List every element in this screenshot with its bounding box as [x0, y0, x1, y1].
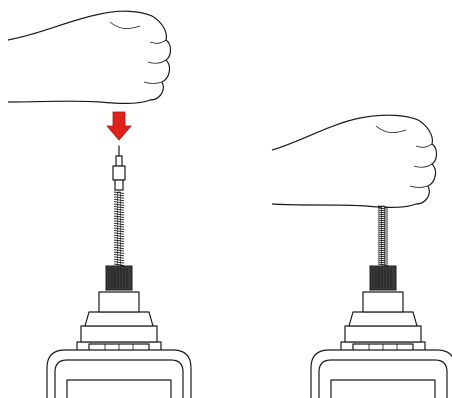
spring-coil — [377, 255, 389, 258]
spring-coil — [377, 217, 389, 220]
spring-coil — [377, 209, 389, 212]
spring-coil — [377, 223, 389, 226]
spring-coil — [377, 215, 389, 218]
spring-coil — [377, 235, 389, 238]
meter-body — [310, 349, 452, 398]
probe-spring-compressed — [377, 205, 389, 268]
spring-coil — [377, 245, 389, 248]
spring-coil — [377, 243, 389, 246]
spring-coil — [113, 210, 125, 214]
spring-coil — [377, 263, 389, 266]
spring-coil — [113, 261, 125, 264]
spring-coil — [113, 205, 125, 209]
spring-coil — [113, 263, 125, 266]
down-arrow-icon — [106, 111, 132, 141]
spring-coil — [377, 247, 389, 250]
hand-fist-icon — [7, 10, 172, 104]
spring-coil — [113, 222, 125, 226]
spring-coil — [377, 219, 389, 222]
spring-coil — [113, 229, 125, 233]
spring-coil — [113, 198, 125, 202]
spring-coil — [113, 249, 125, 252]
meter-body — [46, 349, 192, 398]
spring-coil — [377, 241, 389, 244]
spring-coil — [113, 256, 125, 259]
spring-coil — [377, 225, 389, 228]
spring-coil — [377, 233, 389, 236]
spring-coil — [113, 227, 125, 230]
spring-coil — [113, 239, 125, 242]
probe-tip — [112, 145, 126, 191]
spring-coil — [377, 239, 389, 242]
hand-pressing-icon — [271, 114, 438, 208]
spring-coil — [377, 257, 389, 260]
panel-after — [271, 114, 452, 398]
spring-coil — [113, 213, 125, 216]
spring-coil — [113, 258, 125, 262]
spring-coil — [377, 237, 389, 240]
spring-coil — [113, 225, 125, 228]
probe-knob — [369, 265, 397, 291]
spring-coil — [113, 193, 125, 197]
spring-coil — [377, 253, 389, 256]
spring-coil — [113, 251, 125, 254]
spring-coil — [113, 244, 125, 247]
spring-coil — [377, 221, 389, 224]
spring-coil — [377, 259, 389, 262]
spring-coil — [113, 191, 125, 194]
spring-coil — [377, 229, 389, 232]
meter-connector — [76, 291, 162, 357]
spring-coil — [377, 231, 389, 234]
probe-spring-extended — [113, 191, 125, 267]
panel-before — [7, 10, 192, 398]
spring-coil — [113, 196, 125, 199]
spring-coil — [113, 253, 125, 257]
spring-coil — [377, 261, 389, 264]
spring-coil — [113, 232, 125, 235]
spring-coil — [377, 251, 389, 254]
spring-coil — [113, 237, 125, 240]
spring-coil — [113, 203, 125, 206]
spring-coil — [113, 208, 125, 211]
spring-coil — [377, 249, 389, 252]
spring-coil — [113, 246, 125, 250]
spring-coil — [113, 215, 125, 218]
spring-coil — [377, 227, 389, 230]
spring-coil — [377, 213, 389, 216]
spring-coil — [113, 241, 125, 245]
spring-coil — [113, 234, 125, 238]
spring-coil — [377, 211, 389, 214]
spring-coil — [113, 201, 125, 204]
spring-coil — [377, 207, 389, 210]
spring-coil — [113, 217, 125, 221]
meter-connector — [340, 291, 426, 357]
spring-coil — [113, 220, 125, 223]
probe-knob — [105, 265, 133, 291]
spring-coil — [377, 205, 389, 208]
